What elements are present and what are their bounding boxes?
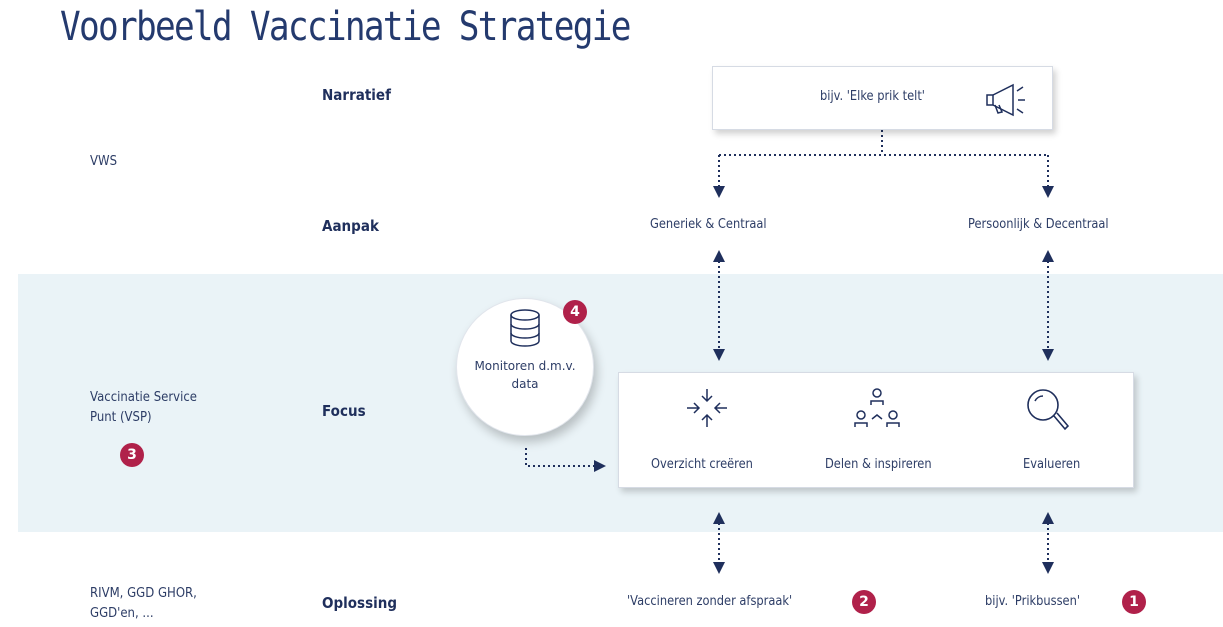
database-icon [508,309,542,351]
row-label-focus: Focus [322,402,366,420]
megaphone-icon [983,79,1027,121]
focus-label-delen: Delen & inspireren [825,457,932,472]
focus-label-evalueren: Evalueren [1023,457,1081,472]
monitoring-text: Monitoren d.m.v. data [474,359,576,391]
focus-box: Overzicht creëren Delen & inspireren Eva… [618,372,1134,488]
converge-arrows-icon [685,387,729,433]
focus-item-evalueren: Evalueren [989,387,1119,477]
actor-rivm: RIVM, GGD GHOR, GGD'en, ... [90,586,197,621]
focus-item-overzicht: Overzicht creëren [639,387,779,477]
actor-vws: VWS [90,154,117,169]
aanpak-persoonlijk: Persoonlijk & Decentraal [968,217,1109,232]
magnifier-icon [1025,387,1070,437]
actor-vsp: Vaccinatie Service Punt (VSP) [90,390,197,425]
badge-2: 2 [852,590,876,614]
narratief-box: bijv. 'Elke prik telt' [712,66,1053,130]
badge-3: 3 [120,443,144,467]
focus-item-delen: Delen & inspireren [807,387,947,477]
badge-4: 4 [563,300,587,324]
oplossing-vaccineren: 'Vaccineren zonder afspraak' [627,594,793,609]
narratief-text: bijv. 'Elke prik telt' [820,89,925,104]
oplossing-prikbussen: bijv. 'Prikbussen' [985,594,1080,609]
badge-1: 1 [1122,590,1146,614]
focus-label-overzicht: Overzicht creëren [651,457,753,472]
people-network-icon [853,387,901,433]
arrow-monitoring-focus [525,448,606,472]
row-label-aanpak: Aanpak [322,217,379,235]
page-title: Voorbeeld Vaccinatie Strategie [60,4,631,50]
aanpak-generiek: Generiek & Centraal [650,217,767,232]
row-label-oplossing: Oplossing [322,594,398,612]
row-label-narratief: Narratief [322,86,391,104]
